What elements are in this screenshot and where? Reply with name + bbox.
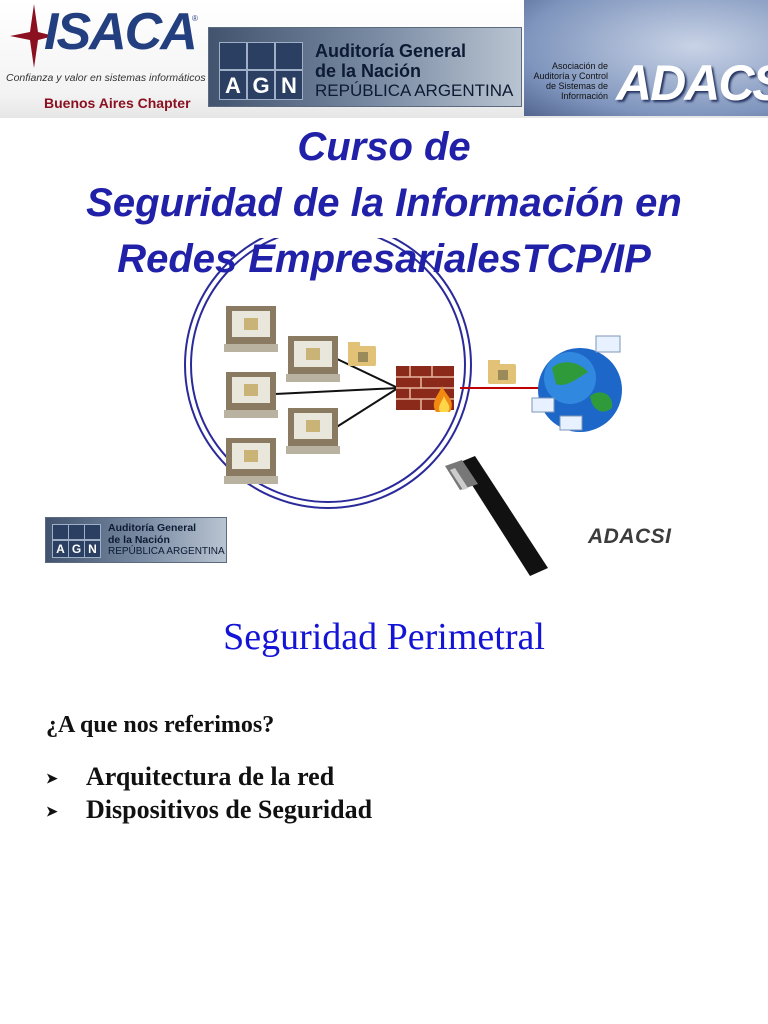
isaca-star-icon [10, 4, 54, 68]
agn-block [52, 524, 69, 540]
agn-block [84, 524, 101, 540]
network-illustration [184, 238, 622, 576]
agn-line1: Auditoría General [315, 41, 467, 61]
isaca-logo: ISACA ® Confianza y valor en sistemas in… [6, 2, 206, 114]
agn-block: N [275, 70, 303, 100]
agn-block: G [247, 70, 275, 100]
folder-lock-icon [488, 360, 516, 384]
agn-small-line1: Auditoría General [108, 522, 197, 534]
adacsi-assoc-line: de Sistemas de [545, 80, 608, 91]
title-line2: Seguridad de la Información en [86, 181, 682, 225]
agn-block: A [219, 70, 247, 100]
isaca-registered: ® [192, 14, 198, 23]
agn-line3: REPÚBLICA ARGENTINA [315, 81, 514, 100]
computer-icon [224, 372, 278, 418]
agn-letter: A [56, 542, 65, 556]
section-heading: Seguridad Perimetral [223, 616, 545, 658]
link-line [334, 357, 399, 389]
bullet-item: ➤ Dispositivos de Seguridad [46, 795, 372, 825]
computer-icon [286, 336, 340, 382]
link-line [274, 387, 399, 395]
adacsi-assoc-line: Información [560, 90, 608, 101]
agn-block [247, 42, 275, 70]
adacsi-wordmark: ADACSI [616, 55, 768, 111]
question-text: ¿A que nos referimos? [46, 712, 275, 738]
adacsi-assoc-line: Asociación de [551, 61, 608, 71]
adacsi-logo-bg [524, 0, 768, 116]
title-line1: Curso de [297, 125, 471, 169]
agn-block [68, 524, 85, 540]
magnifying-glass-icon [445, 456, 548, 576]
isaca-tagline: Confianza y valor en sistemas informátic… [6, 72, 206, 84]
agn-block [219, 42, 247, 70]
agn-small-line3: REPÚBLICA ARGENTINA [108, 546, 225, 557]
agn-logo: A G N Auditoría General de la Nación REP… [208, 27, 522, 107]
agn-letter: A [225, 73, 241, 98]
adacsi-label: ADACSI [588, 525, 672, 548]
isaca-chapter: Buenos Aires Chapter [44, 95, 191, 111]
agn-block: G [68, 540, 85, 558]
computer-icon [286, 408, 340, 454]
title-line3: Redes EmpresarialesTCP/IP [117, 237, 651, 281]
bullet-item: ➤ Arquitectura de la red [46, 762, 334, 792]
bullet-text: Dispositivos de Seguridad [86, 795, 373, 824]
adacsi-assoc-line: Auditoría y Control [533, 70, 608, 81]
agn-letter: N [88, 542, 97, 556]
bullet-text: Arquitectura de la red [86, 762, 335, 791]
isaca-wordmark: ISACA [44, 3, 198, 61]
computer-icon [224, 306, 278, 352]
firewall-icon [396, 366, 454, 412]
agn-letter: G [252, 73, 270, 98]
bullet-arrow-icon: ➤ [46, 771, 58, 787]
magnifier-lens-outer [184, 238, 472, 509]
agn-small-line2: de la Nación [108, 534, 170, 546]
agn-line2: de la Nación [315, 61, 422, 81]
agn-block: N [84, 540, 101, 558]
agn-block: A [52, 540, 69, 558]
globe-icon [531, 335, 622, 432]
magnifier-lens-inner [190, 238, 466, 503]
link-line [334, 387, 399, 429]
computer-icon [224, 438, 278, 484]
agn-logo-small: A G N Auditoría General de la Nación REP… [45, 517, 227, 563]
adacsi-association: Asociación de Auditoría y Control de Sis… [504, 61, 608, 102]
header-banner: ISACA ® Confianza y valor en sistemas in… [0, 0, 768, 118]
agn-letter: N [281, 73, 297, 98]
bullet-arrow-icon: ➤ [46, 804, 58, 820]
agn-block [275, 42, 303, 70]
folder-lock-icon [348, 342, 376, 366]
agn-letter: G [71, 542, 82, 556]
